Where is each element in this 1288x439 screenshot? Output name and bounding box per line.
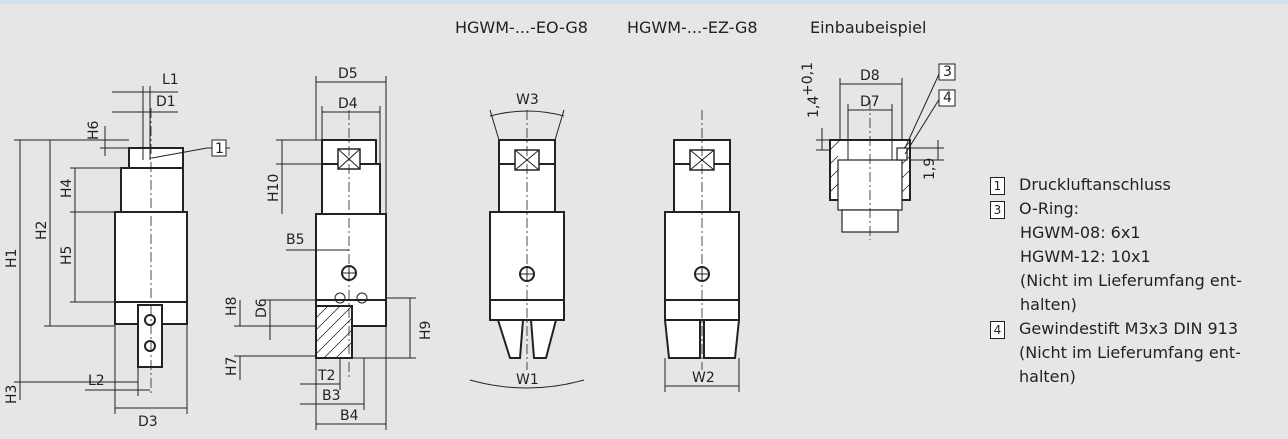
dim-label-B3: B3 <box>322 388 341 404</box>
view4-jaw-left <box>663 319 701 359</box>
legend-item-3: 3 O-Ring: <box>988 197 1288 221</box>
callout-4: 4 <box>943 90 952 106</box>
legend-text: O-Ring: <box>1019 199 1080 218</box>
view2-main-body <box>315 213 387 301</box>
legend-sub-note: (Nicht im Lieferumfang ent- halten) <box>1020 271 1242 314</box>
view2-upper-body <box>321 163 381 215</box>
dim-label-L2: L2 <box>88 373 105 389</box>
view1-screw-lower <box>144 340 156 352</box>
dimension-labels: L1 D1 1 H6 H4 H2 H1 H5 H3 L2 D3 D5 D4 H1… <box>4 62 952 430</box>
view2-hatched-section <box>315 305 353 359</box>
dim-label-H3: H3 <box>4 385 20 404</box>
dim-label-B5: B5 <box>286 232 305 248</box>
dim-label-1-9: 1,9 <box>922 158 938 180</box>
dim-label-1-4: 1,4 <box>806 96 822 118</box>
dim-label-H7: H7 <box>224 357 240 376</box>
legend: 1 Druckluftanschluss 3 O-Ring: HGWM-08: … <box>988 173 1288 389</box>
dim-label-D8: D8 <box>860 68 880 84</box>
view1-upper-body <box>120 167 184 213</box>
dim-label-H4: H4 <box>59 178 75 198</box>
dim-label-B4: B4 <box>340 408 359 424</box>
dim-label-D4: D4 <box>338 96 358 112</box>
legend-number-box: 4 <box>990 321 1005 339</box>
dim-label-H9: H9 <box>418 321 434 340</box>
legend-sub-line: HGWM-08: 6x1 <box>1020 223 1141 242</box>
dim-label-H10: H10 <box>266 174 282 202</box>
dim-label-D7: D7 <box>860 94 880 110</box>
callout-3: 3 <box>943 64 952 80</box>
heading-installation-example: Einbaubeispiel <box>810 18 927 37</box>
dim-label-H6: H6 <box>86 120 102 140</box>
dim-label-L1: L1 <box>162 72 179 88</box>
legend-text: Druckluftanschluss <box>1019 175 1171 194</box>
heading-eo-variant: HGWM-...-EO-G8 <box>455 18 588 37</box>
view3-jaw-right <box>529 319 558 359</box>
view1-screw-upper <box>144 314 156 326</box>
legend-item-4: 4 Gewindestift M3x3 DIN 913 (Nicht im Li… <box>988 317 1288 389</box>
legend-number-box: 1 <box>990 177 1005 195</box>
dim-label-H2: H2 <box>34 221 50 240</box>
callout-1: 1 <box>215 141 224 157</box>
dim-label-tolerance: +0,1 <box>800 62 816 96</box>
view4-jaw-right <box>703 319 741 359</box>
view-installation-example <box>816 63 956 240</box>
dim-label-W1: W1 <box>516 372 539 388</box>
legend-text: Gewindestift M3x3 DIN 913 (Nicht im Lief… <box>1019 319 1241 386</box>
dim-label-D1: D1 <box>156 94 176 110</box>
accent-bar <box>0 0 1288 4</box>
heading-ez-variant: HGWM-...-EZ-G8 <box>627 18 758 37</box>
legend-item-1: 1 Druckluftanschluss <box>988 173 1288 197</box>
dim-label-W2: W2 <box>692 370 715 386</box>
dim-label-W3: W3 <box>516 92 539 108</box>
legend-number-box: 3 <box>990 201 1005 219</box>
dim-label-D3: D3 <box>138 414 158 430</box>
view-eo-front <box>469 109 585 389</box>
dim-label-H1: H1 <box>4 249 20 268</box>
dim-label-D5: D5 <box>338 66 358 82</box>
view-ez-front <box>663 110 741 392</box>
view-section <box>234 76 416 430</box>
dim-label-T2: T2 <box>317 368 335 384</box>
dim-label-H5: H5 <box>59 246 75 265</box>
dim-label-D6: D6 <box>254 298 270 318</box>
view-side-port <box>14 86 230 414</box>
dim-label-H8: H8 <box>224 297 240 316</box>
view3-jaw-left <box>496 319 525 359</box>
view1-top-cap <box>128 147 184 169</box>
legend-sub-line: HGWM-12: 10x1 <box>1020 247 1151 266</box>
